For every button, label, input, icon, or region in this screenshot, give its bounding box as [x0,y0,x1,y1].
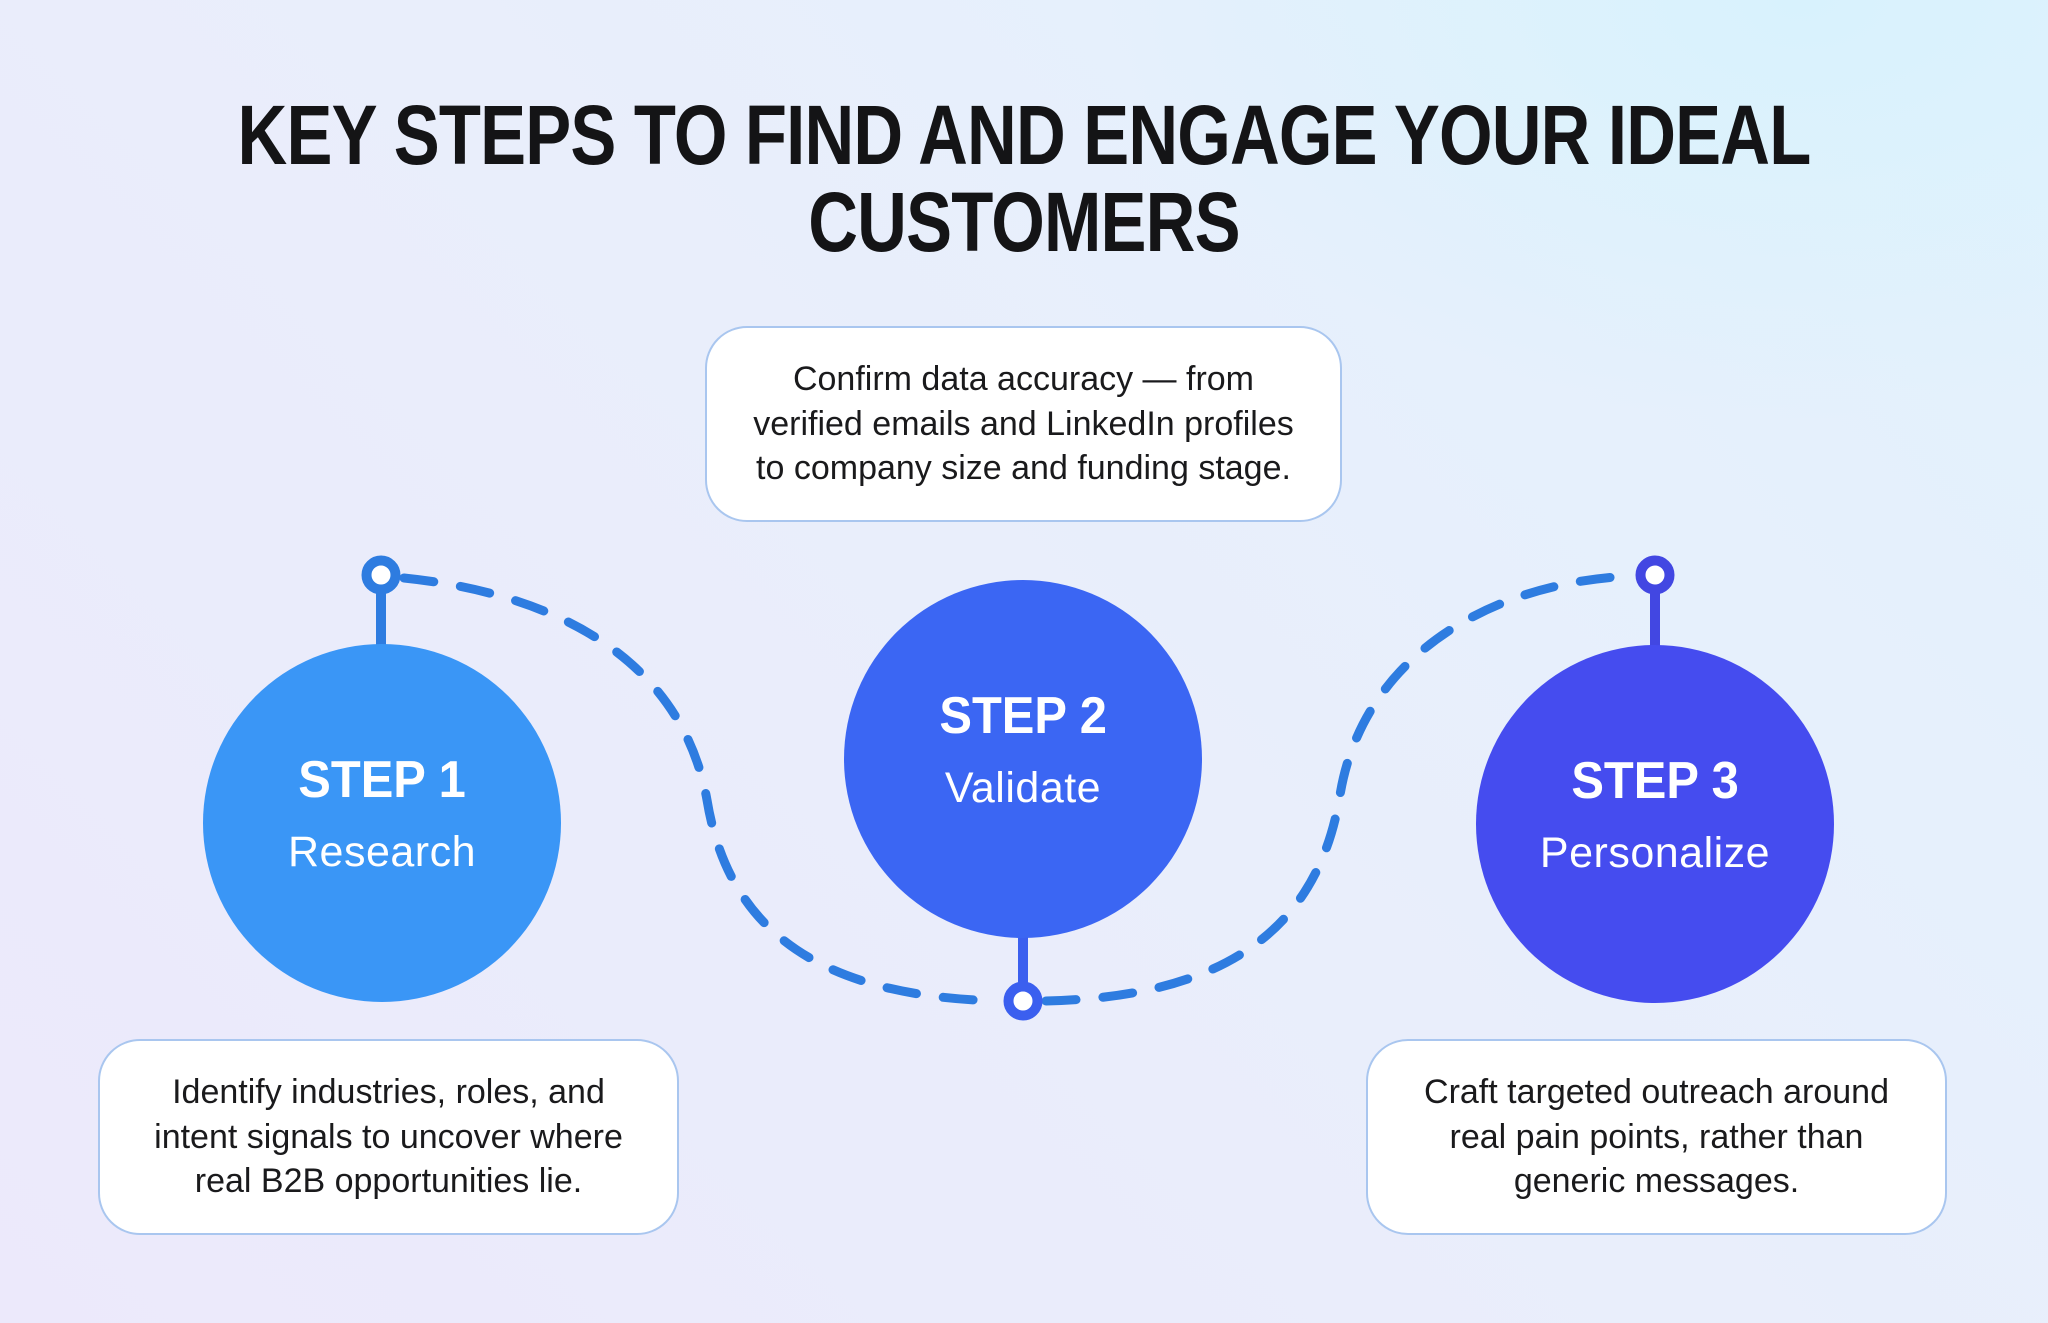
step3-name: Personalize [1539,828,1771,877]
connector-path-2-3 [1041,571,1637,1006]
step1-name: Research [287,827,477,876]
step3-description-card: Craft targeted outreach around real pain… [1366,1039,1947,1235]
step1-label: STEP 1 [298,750,466,809]
page-title: KEY STEPS TO FIND AND ENGAGE YOUR IDEAL … [237,88,1812,270]
step2-description-text: Confirm data accuracy — from verified em… [753,359,1294,488]
step2-name: Validate [944,763,1102,812]
step3-description-text: Craft targeted outreach around real pain… [1424,1072,1889,1201]
step1-node-dot [361,555,401,595]
step3-circle: STEP 3 Personalize [1476,645,1834,1003]
step3-label: STEP 3 [1571,751,1739,810]
step2-label: STEP 2 [939,686,1107,745]
step1-circle-content: STEP 1 Research [288,750,476,877]
step2-circle: STEP 2 Validate [844,580,1202,938]
step2-circle-content: STEP 2 Validate [934,686,1112,813]
step1-circle: STEP 1 Research [203,644,561,1002]
step2-node-dot [1003,981,1043,1021]
connector-path-1-2 [399,573,1005,1006]
step3-circle-content: STEP 3 Personalize [1540,751,1770,878]
step3-node-dot [1635,555,1675,595]
step2-description-card: Confirm data accuracy — from verified em… [705,326,1342,522]
step1-description-card: Identify industries, roles, and intent s… [98,1039,679,1235]
step1-description-text: Identify industries, roles, and intent s… [154,1072,623,1201]
